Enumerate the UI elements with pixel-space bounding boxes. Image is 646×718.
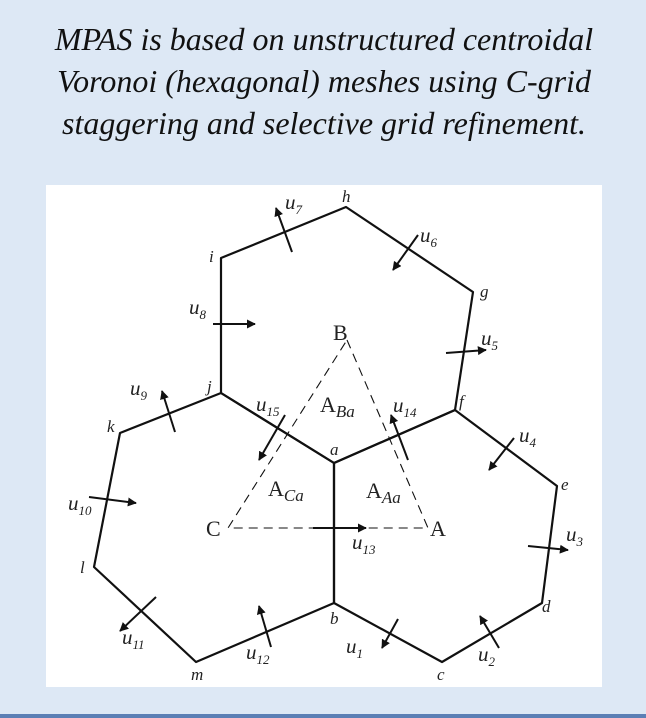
vertex-label-m: m [191, 665, 203, 684]
label-u10: u10 [68, 491, 92, 518]
label-u11: u11 [122, 625, 145, 652]
arrow-u9 [160, 390, 176, 433]
vertex-label-k: k [107, 417, 115, 436]
caption-line-1: MPAS is based on unstructured centroidal [54, 21, 594, 57]
label-u6: u6 [420, 223, 438, 250]
arrow-u5 [445, 346, 487, 356]
vertex-label-b: b [330, 609, 339, 628]
caption: MPAS is based on unstructured centroidal… [14, 18, 634, 144]
label-u5: u5 [481, 326, 499, 353]
label-u3: u3 [566, 522, 584, 549]
label-u8: u8 [189, 295, 207, 322]
arrow-u11 [119, 596, 157, 632]
label-u15: u15 [256, 392, 280, 419]
arrow-u4 [488, 437, 515, 471]
vertex-label-e: e [561, 475, 569, 494]
area-label-AAa: AAa [366, 478, 401, 507]
bottom-rule [0, 714, 646, 718]
vertex-label-i: i [209, 247, 214, 266]
vertex-label-j: j [205, 377, 212, 396]
arrow-u1 [381, 618, 399, 649]
label-u12: u12 [246, 640, 270, 667]
area-label-ACa: ACa [268, 476, 304, 505]
arrow-u3 [527, 544, 569, 554]
hexagon-cell-A [332, 408, 559, 664]
label-u14: u14 [393, 393, 417, 420]
mesh-diagram-panel [46, 185, 602, 687]
arrow-u15 [258, 414, 286, 461]
label-u2: u2 [478, 642, 496, 669]
vertex-label-h: h [342, 187, 351, 206]
label-u9: u9 [130, 376, 148, 403]
vertex-label-l: l [80, 558, 85, 577]
caption-line-2: Voronoi (hexagonal) meshes using C-grid [57, 63, 591, 99]
area-label-ABa: ABa [320, 392, 355, 421]
cell-label-A: A [430, 516, 446, 541]
vertex-label-a: a [330, 440, 339, 459]
arrow-u6 [392, 234, 419, 271]
arrow-u2 [479, 615, 500, 649]
arrow-u10 [88, 496, 137, 507]
label-u13: u13 [352, 530, 376, 557]
vertex-label-g: g [480, 282, 489, 301]
cell-label-B: B [333, 320, 348, 345]
arrow-u14 [389, 414, 409, 461]
arrow-u7 [274, 207, 293, 253]
label-u7: u7 [285, 190, 303, 217]
cell-label-C: C [206, 516, 221, 541]
vertex-label-c: c [437, 665, 445, 684]
caption-line-3: staggering and selective grid refinement… [61, 105, 587, 141]
label-u1: u1 [346, 634, 363, 661]
label-u4: u4 [519, 423, 537, 450]
vertex-label-f: f [459, 392, 466, 411]
vertex-label-d: d [542, 597, 551, 616]
arrow-u12 [256, 605, 272, 648]
